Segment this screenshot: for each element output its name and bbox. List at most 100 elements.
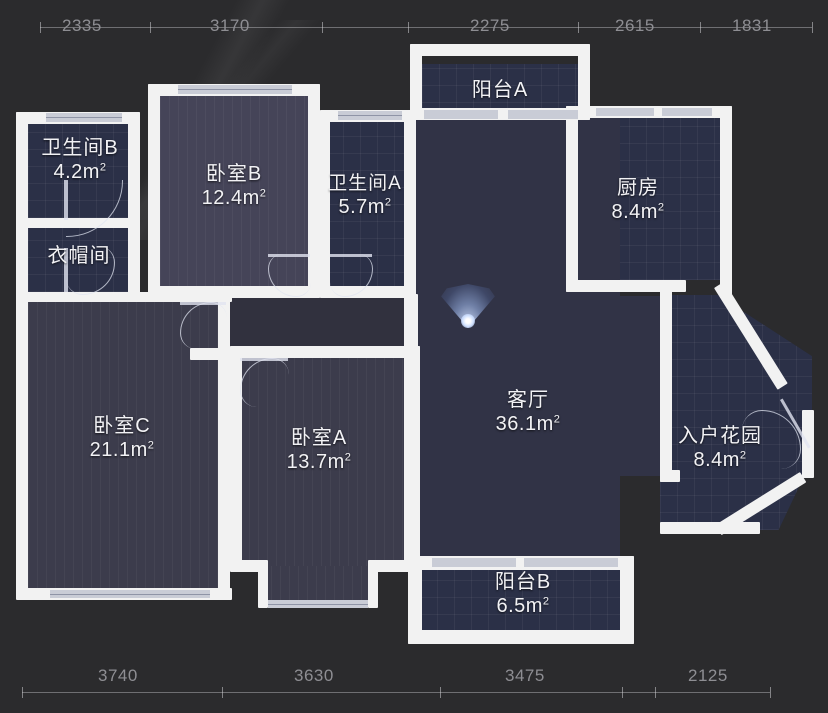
wall-balcony-a-right — [578, 44, 590, 120]
room-name-bedroom-a: 卧室A — [290, 427, 348, 449]
door-leaf-bath-b — [64, 180, 68, 220]
ruler-bottom-baseline — [22, 692, 770, 693]
ruler-bottom-tick — [622, 687, 623, 698]
room-area-bath-a: 5.7m2 — [338, 196, 392, 219]
room-label-balcony-a[interactable]: 阳台A — [452, 78, 548, 102]
wall-bay-right — [368, 560, 378, 608]
window-bath-b-mullion — [46, 117, 122, 118]
room-area-bedroom-b: 12.4m2 — [201, 187, 267, 210]
ruler-top-tick — [322, 22, 323, 33]
room-name-cloakroom: 衣帽间 — [47, 245, 111, 267]
door-leaf-bedroom-c — [180, 302, 226, 305]
wall-outer-left — [16, 112, 28, 598]
room-name-bedroom-c: 卧室C — [93, 415, 151, 437]
wall-living-right-foot — [660, 470, 680, 482]
ruler-top-tick — [812, 22, 813, 33]
wall-living-right — [660, 286, 672, 482]
ruler-top-tick — [578, 22, 579, 33]
window-kitchen-a — [596, 108, 654, 116]
room-label-balcony-b[interactable]: 阳台B 6.5m2 — [476, 570, 570, 619]
room-label-bedroom-c[interactable]: 卧室C 21.1m2 — [74, 414, 170, 463]
window-bath-a-mullion — [338, 115, 402, 116]
room-label-entry-garden[interactable]: 入户花园 8.4m2 — [664, 424, 776, 473]
wall-balcony-a-top — [410, 44, 590, 56]
wall-balcony-b-left — [408, 556, 422, 644]
room-name-bedroom-b: 卧室B — [205, 163, 263, 185]
room-label-bath-b[interactable]: 卫生间B 4.2m2 — [38, 136, 122, 185]
window-balcony-a-left — [424, 110, 498, 119]
room-label-living[interactable]: 客厅 36.1m2 — [478, 388, 578, 437]
ruler-bottom-tick — [770, 687, 771, 698]
room-name-bath-b: 卫生间B — [41, 137, 119, 159]
wall-bedroom-b-right — [308, 84, 320, 298]
door-leaf-bedroom-a — [240, 358, 288, 361]
room-area-bedroom-c: 21.1m2 — [89, 439, 155, 462]
ruler-top-label-3: 2275 — [470, 16, 510, 35]
wall-bedroom-a-top — [230, 346, 420, 358]
ruler-top-tick — [150, 22, 151, 33]
window-kitchen-b — [662, 108, 712, 116]
viewpoint-cone-icon[interactable] — [440, 284, 496, 332]
wall-bath-a-left — [320, 110, 330, 298]
door-leaf-cloakroom — [64, 248, 68, 292]
ruler-bottom-tick — [440, 687, 441, 698]
ruler-bottom-tick — [222, 687, 223, 698]
room-area-kitchen: 8.4m2 — [611, 201, 665, 224]
room-area-balcony-b: 6.5m2 — [496, 595, 550, 618]
room-label-kitchen[interactable]: 厨房 8.4m2 — [598, 176, 678, 225]
room-name-entry-garden: 入户花园 — [678, 425, 762, 447]
wall-hall-bottom-left — [190, 348, 238, 360]
ruler-top-baseline — [40, 27, 812, 28]
top-dimension-ruler: 2335 3170 2275 2615 1831 — [0, 0, 828, 46]
window-bedroom-c-mullion — [50, 594, 210, 595]
ruler-bottom-tick — [22, 687, 23, 698]
wall-bedroom-c-top — [16, 292, 232, 302]
room-label-bath-a[interactable]: 卫生间A 5.7m2 — [320, 172, 410, 220]
room-name-kitchen: 厨房 — [617, 177, 659, 199]
ruler-bottom-label-3: 3475 — [505, 666, 545, 685]
room-area-bath-b: 4.2m2 — [53, 161, 107, 184]
wall-balcony-a-left — [410, 44, 422, 120]
ruler-top-tick — [40, 22, 41, 33]
ruler-bottom-label-4: 2125 — [688, 666, 728, 685]
room-fill-bedroom-c[interactable] — [28, 300, 218, 590]
room-fill-living[interactable] — [404, 112, 620, 564]
ruler-bottom-label-1: 3740 — [98, 666, 138, 685]
ruler-top-tick — [700, 22, 701, 33]
window-bedroom-a-bay-mullion — [268, 604, 368, 605]
wall-living-left-lower — [404, 294, 418, 564]
ruler-bottom-label-2: 3630 — [294, 666, 334, 685]
ruler-top-label-4: 2615 — [615, 16, 655, 35]
wall-bedroom-a-left — [230, 346, 242, 570]
window-balcony-a-right — [508, 110, 578, 119]
window-bedroom-b-mullion — [178, 89, 292, 90]
wall-garden-bottom — [660, 522, 760, 534]
room-fill-balcony-b[interactable] — [420, 570, 620, 632]
ruler-top-label-1: 2335 — [62, 16, 102, 35]
room-label-bedroom-b[interactable]: 卧室B 12.4m2 — [188, 162, 280, 211]
ruler-top-tick — [408, 22, 409, 33]
wall-kitchen-right — [720, 106, 732, 298]
wall-kitchen-left — [566, 106, 578, 292]
room-area-entry-garden: 8.4m2 — [693, 449, 747, 472]
ruler-bottom-tick — [655, 687, 656, 698]
room-name-bath-a: 卫生间A — [328, 173, 402, 194]
door-leaf-bath-a — [330, 254, 372, 257]
room-label-cloakroom[interactable]: 衣帽间 — [36, 244, 122, 268]
wall-balcony-b-bottom — [408, 630, 634, 644]
room-area-living: 36.1m2 — [495, 413, 561, 436]
bottom-dimension-ruler: 3740 3630 3475 2125 — [0, 660, 828, 706]
room-area-bedroom-a: 13.7m2 — [286, 451, 352, 474]
ruler-top-label-2: 3170 — [210, 16, 250, 35]
room-fill-bedroom-a-bay[interactable] — [262, 566, 374, 602]
wall-bath-b-right — [128, 112, 140, 302]
wall-bay-left — [258, 560, 268, 608]
room-name-balcony-b: 阳台B — [494, 571, 552, 593]
ruler-top-label-5: 1831 — [732, 16, 772, 35]
window-balcony-b-right — [524, 558, 618, 567]
room-label-bedroom-a[interactable]: 卧室A 13.7m2 — [272, 426, 366, 475]
wall-bedroom-c-right — [218, 292, 230, 592]
viewpoint-dot — [461, 314, 475, 328]
wall-kitchen-bottom — [566, 280, 686, 292]
